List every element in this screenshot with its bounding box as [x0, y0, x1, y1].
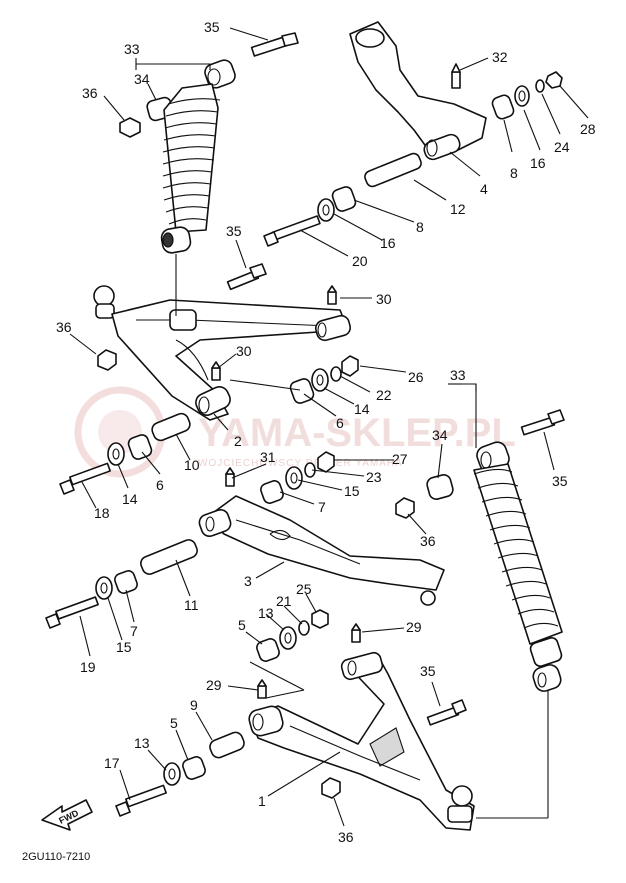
callout-label: 6: [336, 415, 344, 431]
lower-arm-1: [248, 651, 475, 831]
pin-10: [151, 412, 191, 442]
drawing-code: 2GU110-7210: [22, 851, 90, 863]
assembly-lines: [175, 254, 549, 819]
callout-label: 4: [480, 181, 488, 197]
washer-15-left: [95, 576, 113, 600]
callout-label: 36: [420, 533, 436, 549]
pin-9: [209, 731, 245, 759]
bushings-lower: [256, 609, 361, 662]
watermark-text: YAMA-SKLEP.PL: [198, 411, 516, 455]
callout-label: 22: [376, 387, 392, 403]
knuckle-arm-4: [349, 21, 563, 161]
callout-label: 24: [554, 139, 570, 155]
bolt-19: [45, 596, 99, 629]
callout-label: 3: [244, 573, 252, 589]
callout-label: 33: [450, 367, 466, 383]
callout-label: 21: [276, 593, 292, 609]
callout-label: 6: [156, 477, 164, 493]
callout-label: 1: [258, 793, 266, 809]
callout-label: 17: [104, 755, 120, 771]
callout-label: 14: [354, 401, 370, 417]
callout-label: 30: [376, 291, 392, 307]
callout-label: 7: [318, 499, 326, 515]
callout-label: 35: [204, 19, 220, 35]
callout-label: 30: [236, 343, 252, 359]
callout-label: 16: [380, 235, 396, 251]
callout-label: 31: [260, 449, 276, 465]
bolt-35-top: [250, 32, 299, 57]
callout-label: 11: [184, 597, 199, 613]
bolt-18: [59, 462, 111, 495]
callout-label: 5: [170, 715, 178, 731]
callout-label: 8: [416, 219, 424, 235]
bushing-8-mid: [331, 186, 357, 212]
callout-label: 7: [130, 623, 138, 639]
callout-label: 35: [226, 223, 242, 239]
pin-11: [140, 539, 198, 575]
callout-label: 36: [338, 829, 354, 845]
nut-36-mid: [395, 497, 415, 519]
bushing-7-left: [114, 570, 138, 594]
callout-label: 5: [238, 617, 246, 633]
callout-labels: 35 33 34 36 32 8 16 24 28 4 12 8 16 20 3…: [56, 19, 596, 845]
callout-label: 36: [56, 319, 72, 335]
callout-label: 12: [450, 201, 466, 217]
callout-label: 13: [258, 605, 274, 621]
callout-label: 15: [344, 483, 360, 499]
callout-label: 20: [352, 253, 368, 269]
callout-label: 36: [82, 85, 98, 101]
lower-arm-3: [198, 451, 445, 606]
bolt-35-lower: [426, 699, 467, 726]
callout-label: 14: [122, 491, 138, 507]
callout-label: 9: [190, 697, 198, 713]
bolt-20: [263, 215, 321, 247]
callout-label: 35: [420, 663, 436, 679]
callout-label: 26: [408, 369, 424, 385]
fwd-arrow: FWD: [41, 799, 93, 831]
callout-label: 18: [94, 505, 110, 521]
callout-label: 33: [124, 41, 140, 57]
washer-14-left: [107, 442, 125, 466]
callout-label: 2: [234, 433, 242, 449]
watermark: YAMA-SKLEP.PL WOJCIECHOWSCY DEALER YAMAH…: [74, 386, 516, 478]
watermark-subtext: WOJCIECHOWSCY DEALER YAMAHA: [198, 458, 403, 469]
callout-label: 23: [366, 469, 382, 485]
nut-36-bottom: [321, 777, 341, 799]
callout-label: 19: [80, 659, 96, 675]
callout-label: 28: [580, 121, 596, 137]
callout-label: 13: [134, 735, 150, 751]
callout-label: 32: [492, 49, 508, 65]
shock-absorber-top: [119, 32, 299, 254]
callout-label: 29: [406, 619, 422, 635]
bushing-6-left: [127, 434, 153, 460]
washer-16-mid: [317, 198, 335, 222]
bushing-5-lower: [182, 756, 206, 780]
callout-label: 8: [510, 165, 518, 181]
callout-label: 25: [296, 581, 312, 597]
callout-label: 10: [184, 457, 200, 473]
shock-absorber-right: [426, 409, 565, 692]
callout-label: 34: [432, 427, 448, 443]
bolt-17: [115, 784, 167, 817]
callout-label: 35: [552, 473, 568, 489]
callout-label: 34: [134, 71, 150, 87]
callout-leaders: [69, 27, 589, 827]
callout-label: 27: [392, 451, 408, 467]
upper-arm-2: [93, 263, 352, 421]
callout-label: 29: [206, 677, 222, 693]
pin-12: [364, 152, 422, 188]
washer-13-lower: [163, 762, 181, 786]
callout-label: 16: [530, 155, 546, 171]
callout-label: 15: [116, 639, 132, 655]
